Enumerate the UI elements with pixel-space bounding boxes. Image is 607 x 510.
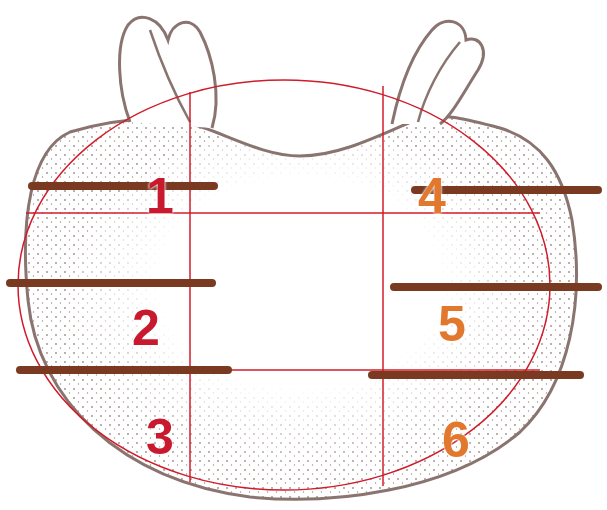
zone-number: 4: [418, 171, 446, 221]
zone-number: 6: [442, 415, 470, 465]
zone-number: 2: [132, 303, 160, 353]
left-process: [120, 17, 217, 128]
grid-line: [382, 86, 384, 486]
right-process: [392, 21, 483, 124]
zone-number: 3: [146, 412, 174, 462]
vertebral-body-outline: [25, 116, 576, 499]
grid-line: [26, 212, 540, 214]
trajectory-bars: [10, 186, 598, 375]
zone-number: 1: [146, 171, 174, 221]
zone-number: 5: [438, 299, 466, 349]
